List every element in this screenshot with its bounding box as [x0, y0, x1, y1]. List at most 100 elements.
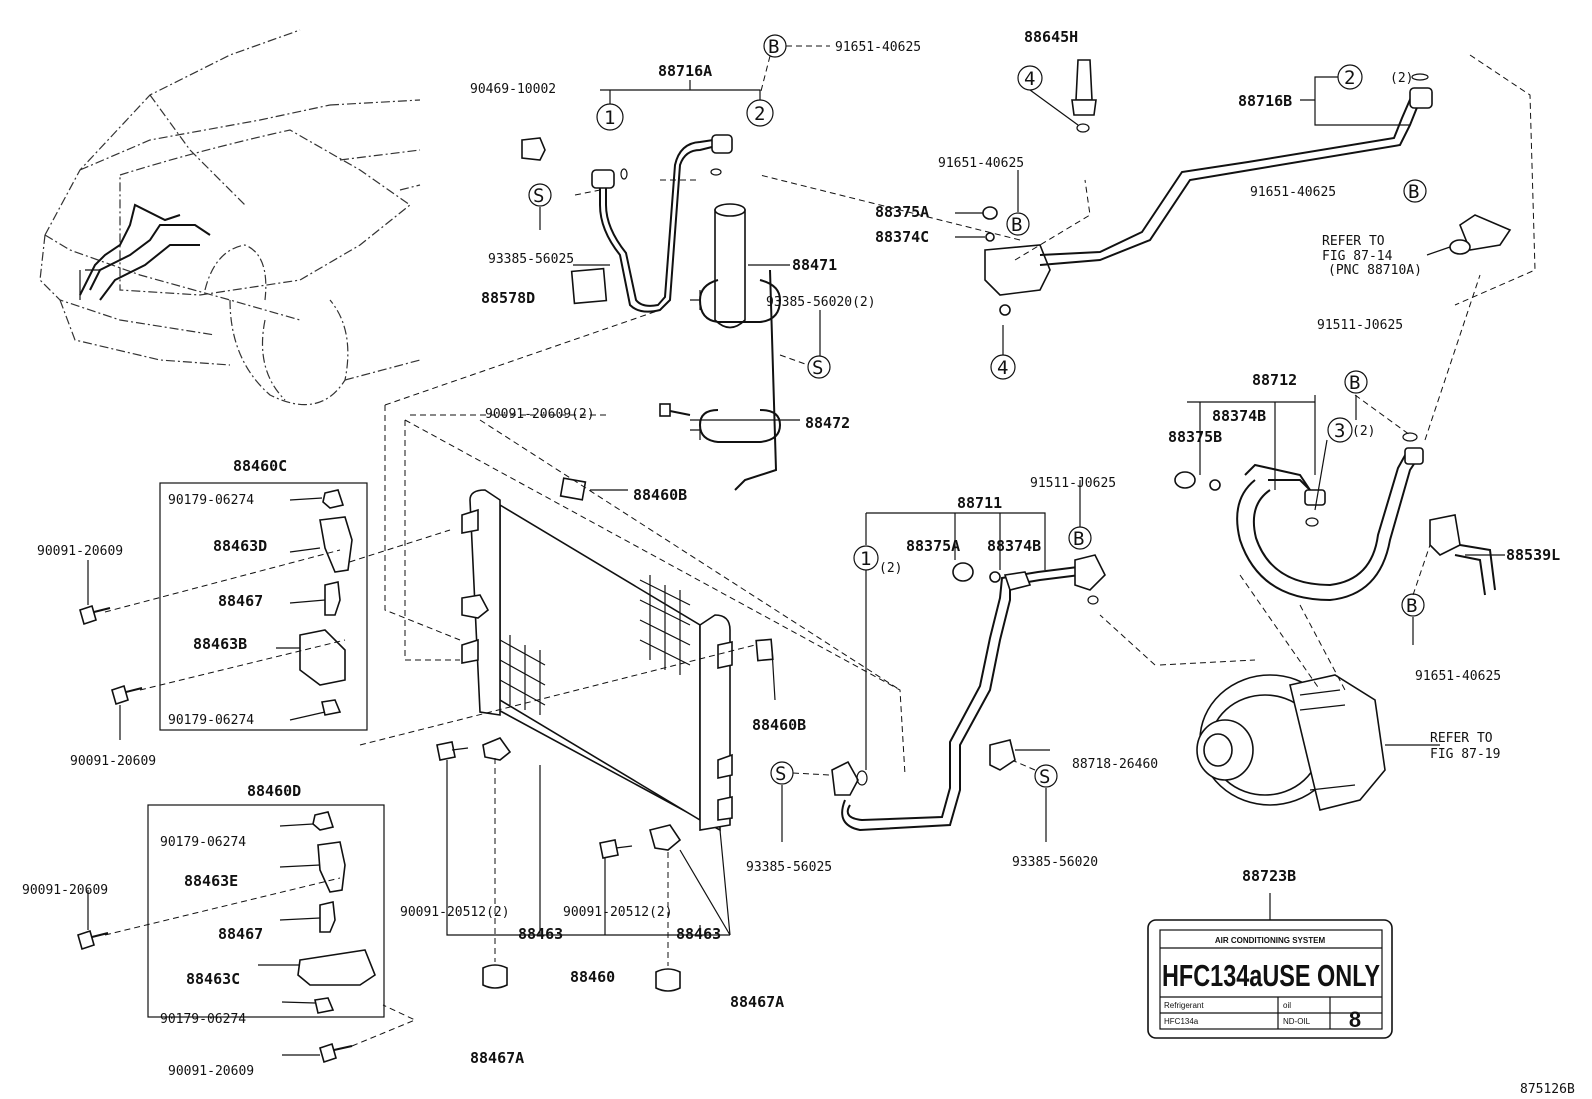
label-93385-56020-2: 93385-56020(2) [766, 295, 876, 310]
label-91651-40625-bot: 91651-40625 [1415, 669, 1501, 684]
label-88463-a: 88463 [518, 925, 563, 943]
label-88467A-b: 88467A [730, 993, 784, 1011]
drawing-number: 875126B [1520, 1082, 1575, 1097]
condenser [436, 477, 776, 992]
label-90179-06274-c: 90179-06274 [160, 835, 246, 850]
label-88463C: 88463C [186, 970, 240, 988]
label-88467-b: 88467 [218, 925, 263, 943]
callout-b: B [768, 36, 779, 58]
label-90179-06274-d: 90179-06274 [160, 1012, 246, 1027]
part-labels: 88716A 91651-40625 90469-10002 93385-560… [22, 28, 1575, 1097]
label-88460: 88460 [570, 968, 615, 986]
label-90091-20609-d: 90091-20609 [168, 1064, 254, 1079]
ac-label-main: HFC134aUSE ONLY [1162, 958, 1380, 993]
callout-2: 2 [1344, 67, 1355, 89]
qty-2: (2) [879, 561, 902, 576]
receiver-drier-assembly [521, 134, 782, 491]
label-88463-b: 88463 [676, 925, 721, 943]
label-88716A: 88716A [658, 62, 712, 80]
group-88460D [77, 804, 417, 1064]
label-90179-06274-a: 90179-06274 [168, 493, 254, 508]
pressure-switch-assembly: 4 4 B 2 B [759, 54, 1536, 380]
label-90091-20609-a: 90091-20609 [37, 544, 123, 559]
callout-3: 3 [1334, 420, 1345, 442]
callout-s: S [533, 185, 544, 207]
callout-4: 4 [997, 357, 1008, 379]
label-90091-20609-c: 90091-20609 [22, 883, 108, 898]
label-91651-40625: 91651-40625 [835, 40, 921, 55]
compressor [1099, 574, 1440, 811]
callout-b: B [1011, 214, 1022, 236]
label-88463D: 88463D [213, 537, 267, 555]
label-90091-20609-2: 90091-20609(2) [485, 407, 595, 422]
callout-b: B [1073, 528, 1084, 550]
label-88460B-top: 88460B [633, 486, 687, 504]
ac-label-refrigerant: Refrigerant [1164, 1001, 1204, 1010]
callout-b: B [1349, 372, 1360, 394]
callout-b: B [1406, 595, 1417, 617]
label-88471: 88471 [792, 256, 837, 274]
callout-1: 1 [604, 107, 615, 129]
label-88460C: 88460C [233, 457, 287, 475]
callout-1: 1 [860, 548, 871, 570]
label-90091-20512-2-b: 90091-20512(2) [563, 905, 673, 920]
label-refer-87-14-a: REFER TO [1322, 234, 1385, 249]
label-88712: 88712 [1252, 371, 1297, 389]
vehicle-outline [39, 29, 421, 406]
label-88375A-mid: 88375A [906, 537, 960, 555]
callout-2: 2 [754, 103, 765, 125]
group-88460C [79, 482, 368, 740]
label-90091-20609-b: 90091-20609 [70, 754, 156, 769]
callouts-upper: B 1 2 S S [528, 34, 831, 421]
label-91511-J0625-mid: 91511-J0625 [1030, 476, 1116, 491]
ac-label-oil-number: 8 [1349, 1007, 1361, 1032]
label-88374C: 88374C [875, 228, 929, 246]
discharge-hose-assembly: 1 B S S [770, 480, 1106, 842]
suction-hose-assembly: 3 B B [1174, 274, 1505, 645]
ac-label-oil-value: ND-OIL [1283, 1017, 1311, 1026]
label-90179-06274-b: 90179-06274 [168, 713, 254, 728]
label-88472: 88472 [805, 414, 850, 432]
label-88374B-mid: 88374B [987, 537, 1041, 555]
label-88645H: 88645H [1024, 28, 1078, 46]
label-91511-J0625-right: 91511-J0625 [1317, 318, 1403, 333]
label-93385-56025-bot: 93385-56025 [746, 860, 832, 875]
label-refer-87-19-b: FIG 87-19 [1430, 747, 1500, 762]
callout-4: 4 [1024, 68, 1035, 90]
label-88578D: 88578D [481, 289, 535, 307]
label-88467A-a: 88467A [470, 1049, 524, 1067]
label-88723B: 88723B [1242, 867, 1296, 885]
label-refer-87-14-c: (PNC 88710A) [1328, 263, 1422, 278]
ac-label-header: AIR CONDITIONING SYSTEM [1215, 936, 1326, 945]
ac-label-oil: oil [1283, 1001, 1291, 1010]
label-90469-10002: 90469-10002 [470, 82, 556, 97]
label-88716B: 88716B [1238, 92, 1292, 110]
callout-s: S [775, 763, 786, 785]
label-88460B-right: 88460B [752, 716, 806, 734]
label-88460D: 88460D [247, 782, 301, 800]
label-88463B: 88463B [193, 635, 247, 653]
label-88375B: 88375B [1168, 428, 1222, 446]
ac-label-refrigerant-value: HFC134a [1164, 1017, 1199, 1026]
label-refer-87-14-b: FIG 87-14 [1322, 249, 1393, 264]
label-88467-a: 88467 [218, 592, 263, 610]
label-91651-40625-mid: 91651-40625 [938, 156, 1024, 171]
label-90091-20512-2-a: 90091-20512(2) [400, 905, 510, 920]
label-refer-87-19-a: REFER TO [1430, 731, 1493, 746]
qty-2: (2) [1352, 424, 1375, 439]
label-88374B-right: 88374B [1212, 407, 1266, 425]
callout-s: S [812, 357, 823, 379]
label-88711: 88711 [957, 494, 1002, 512]
label-93385-56020: 93385-56020 [1012, 855, 1098, 870]
label-88539L: 88539L [1506, 546, 1560, 564]
alignment-lines [339, 309, 906, 776]
label-93385-56025: 93385-56025 [488, 252, 574, 267]
label-88375A: 88375A [875, 203, 929, 221]
label-88463E: 88463E [184, 872, 238, 890]
ac-refrigerant-label: AIR CONDITIONING SYSTEM HFC134aUSE ONLY … [1147, 893, 1393, 1039]
callout-s: S [1039, 766, 1050, 788]
label-91651-40625-right: 91651-40625 [1250, 185, 1336, 200]
qty-2: (2) [1390, 71, 1413, 86]
callout-b: B [1408, 181, 1419, 203]
